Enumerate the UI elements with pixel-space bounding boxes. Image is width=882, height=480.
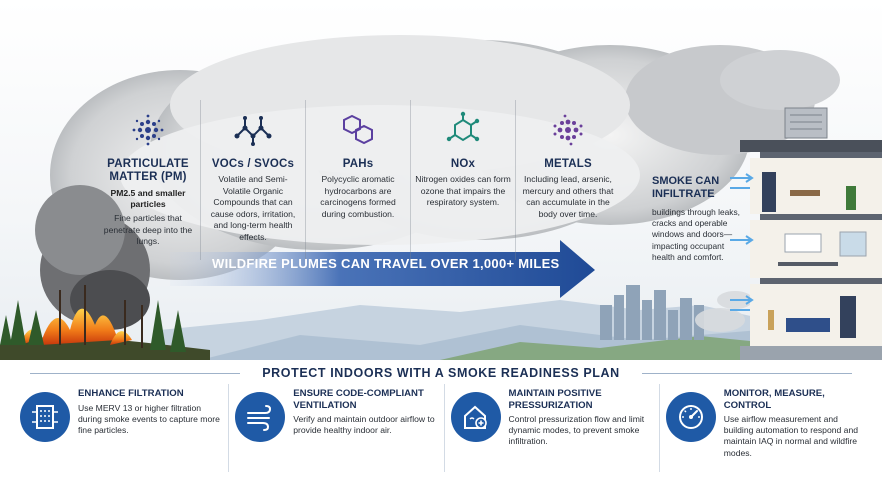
smoke-cloud [35,35,840,330]
pollutant-metals: METALS Including lead, arsenic, mercury … [516,100,620,260]
pollutant-title: NOx [450,158,476,170]
house-pressure-icon [450,392,501,442]
action-description: Use airflow measurement and building aut… [723,414,859,458]
pollutant-description: Nitrogen oxides can form ozone that impa… [415,174,511,207]
action-ventilation: ENSURE CODE-COMPLIANT VENTILATION Verify… [229,384,445,472]
pollutant-title: VOCs / SVOCs [211,158,295,170]
pollutant-pm: PARTICULATE MATTER (PM) PM2.5 and smalle… [96,100,201,260]
pollutant-description: Volatile and Semi-Volatile Organic Compo… [210,174,296,242]
action-pressurization: MAINTAIN POSITIVE PRESSURIZATION Control… [445,384,660,472]
action-description: Control pressurization flow and limit dy… [508,414,645,447]
building [740,107,882,360]
action-title: ENHANCE FILTRATION [78,388,184,399]
pollutant-title: PARTICULATE MATTER (PM) [107,158,189,183]
pollutant-nox: NOx Nitrogen oxides can form ozone that … [411,100,516,260]
action-title: ENSURE CODE-COMPLIANT VENTILATION [293,388,424,411]
plume-arrow [170,240,595,298]
molecule-chain-icon [234,116,272,146]
action-title: MAINTAIN POSITIVE PRESSURIZATION [508,388,602,411]
pollutant-title: PAHs [342,158,374,170]
pollutant-subtitle: PM2.5 and smaller particles [110,188,186,209]
pollutant-row: PARTICULATE MATTER (PM) PM2.5 and smalle… [96,100,620,260]
forest-fire [0,285,210,360]
pollutant-title: METALS [544,158,592,170]
city-skyline [600,285,704,340]
action-monitor: MONITOR, MEASURE, CONTROL Use airflow me… [660,384,874,472]
action-description: Use MERV 13 or higher filtration during … [78,402,220,435]
airflow-icon [235,392,286,442]
nitrogen-molecule-icon [446,111,480,142]
metal-particles-icon [553,114,583,146]
pollutant-vocs: VOCs / SVOCs Volatile and Semi-Volatile … [201,100,306,260]
pollutant-description: Fine particles that penetrate deep into … [103,213,193,246]
action-description: Verify and maintain outdoor airflow to p… [293,414,435,436]
action-row: ENHANCE FILTRATION Use MERV 13 or higher… [14,384,874,472]
infiltration-arrows [730,173,754,311]
scene-illustration [0,35,882,360]
filter-icon [20,392,70,442]
plan-title: PROTECT INDOORS WITH A SMOKE READINESS P… [262,366,620,380]
wildfire-scene: PARTICULATE MATTER (PM) PM2.5 and smalle… [0,0,882,360]
divider-right [642,373,852,374]
gauge-icon [665,392,716,442]
plume-distance-label: WILDFIRE PLUMES CAN TRAVEL OVER 1,000+ M… [212,256,560,271]
particle-cluster-icon [132,114,164,146]
action-filtration: ENHANCE FILTRATION Use MERV 13 or higher… [14,384,230,472]
smoke-infiltrate-description: buildings through leaks, cracks and oper… [652,207,740,262]
pollutant-pahs: PAHs Polycyclic aromatic hydrocarbons ar… [306,100,411,260]
pollutant-description: Polycyclic aromatic hydrocarbons are car… [320,174,396,219]
smoke-infiltrate-title: SMOKE CAN INFILTRATE [652,175,720,200]
divider-left [30,373,240,374]
action-title: MONITOR, MEASURE, CONTROL [723,388,825,411]
smoke-infiltrate-callout: SMOKE CAN INFILTRATE buildings through l… [652,175,744,263]
pollutant-description: Including lead, arsenic, mercury and oth… [522,174,614,219]
hexagon-rings-icon [343,114,373,145]
